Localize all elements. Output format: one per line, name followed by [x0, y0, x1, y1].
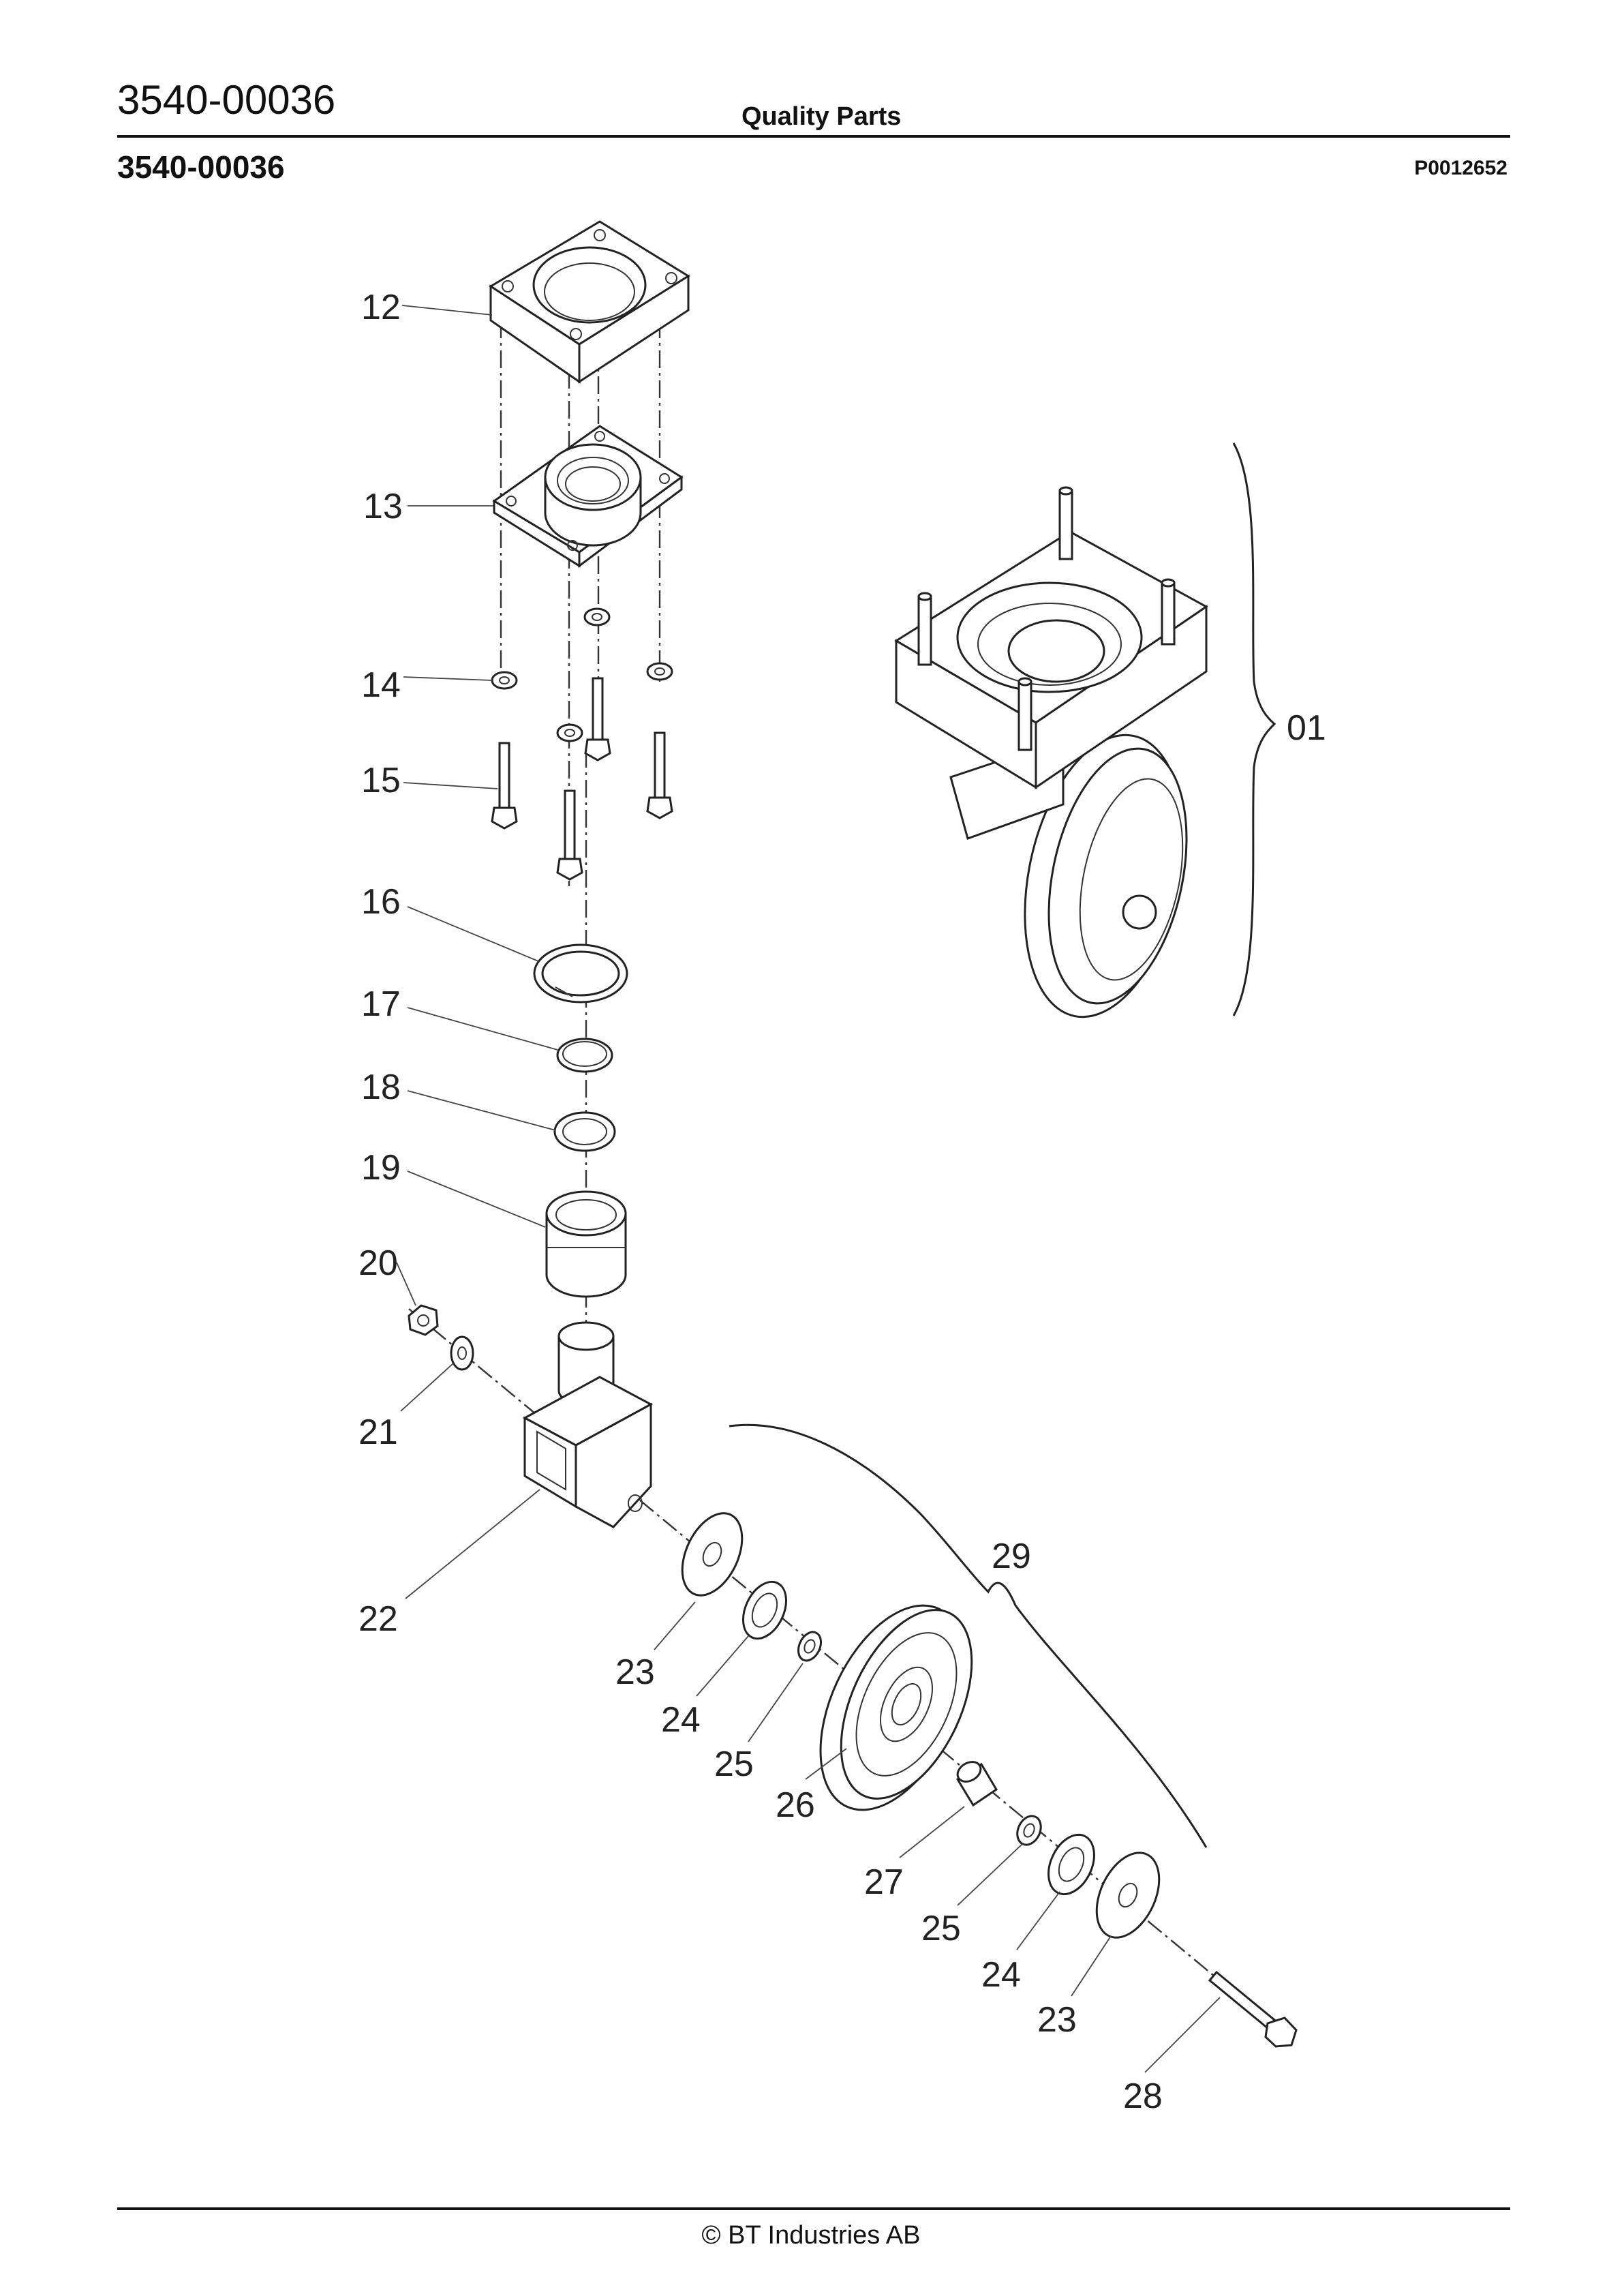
callout-24: 24: [981, 1955, 1021, 1995]
part-21-washer: [450, 1335, 474, 1371]
brace-29: [729, 1423, 1208, 1848]
callout-19: 19: [361, 1148, 401, 1188]
header-part-number: 3540-00036: [117, 77, 336, 123]
callout-18: 18: [361, 1068, 401, 1107]
part-23-dust-cover: [681, 1512, 1161, 1939]
drawing-reference: P0012652: [1414, 157, 1508, 179]
callout-23: 23: [1037, 2000, 1077, 2040]
callout-01: 01: [1287, 708, 1326, 748]
header-rule: [117, 135, 1510, 138]
part-26-wheel: [819, 1604, 973, 1811]
part-12-mounting-plate: [489, 220, 690, 384]
callout-labels: 12 13 14 15 16 17 18 19 20 21 22 23 24 2…: [358, 288, 1326, 2116]
part-27-bushing: [955, 1761, 998, 1807]
callout-29: 29: [992, 1537, 1031, 1576]
footer-copyright: © BT Industries AB: [701, 2221, 921, 2250]
callout-13: 13: [363, 487, 403, 526]
brace-01: [1232, 442, 1276, 1016]
part-20-nut: [408, 1304, 439, 1336]
leader-lines: [396, 305, 1221, 2073]
callout-27: 27: [864, 1862, 904, 1902]
callout-22: 22: [358, 1599, 398, 1639]
part-16-retaining-ring: [533, 943, 628, 1003]
callout-16: 16: [361, 882, 401, 922]
part-14-washers: [491, 607, 673, 742]
part-24-ball-bearing: [742, 1580, 1095, 1896]
part-01-caster-assembly: [894, 486, 1208, 1018]
part-18-ring: [553, 1111, 616, 1152]
sub-part-number: 3540-00036: [117, 149, 285, 185]
callout-20: 20: [358, 1243, 398, 1283]
header-title: Quality Parts: [741, 102, 902, 131]
part-13-bearing-flange: [492, 425, 684, 568]
callout-15: 15: [361, 761, 401, 800]
part-28-axle-bolt: [1208, 1970, 1298, 2048]
footer-rule: [117, 2207, 1510, 2210]
callout-25: 25: [921, 1909, 961, 1948]
callout-23: 23: [615, 1652, 655, 1692]
callout-21: 21: [358, 1413, 398, 1452]
part-17-circlip: [556, 1038, 613, 1073]
callout-24: 24: [661, 1700, 701, 1740]
callout-12: 12: [361, 288, 401, 327]
part-19-bearing-housing: [545, 1190, 627, 1298]
callout-17: 17: [361, 984, 401, 1024]
part-15-bolts: [491, 677, 673, 881]
part-25-spacer: [797, 1631, 1042, 1846]
callout-28: 28: [1123, 2076, 1163, 2116]
callout-25: 25: [714, 1744, 754, 1784]
callout-14: 14: [361, 665, 401, 705]
callout-26: 26: [776, 1785, 815, 1825]
part-22-fork-kingpin: [522, 1321, 654, 1528]
